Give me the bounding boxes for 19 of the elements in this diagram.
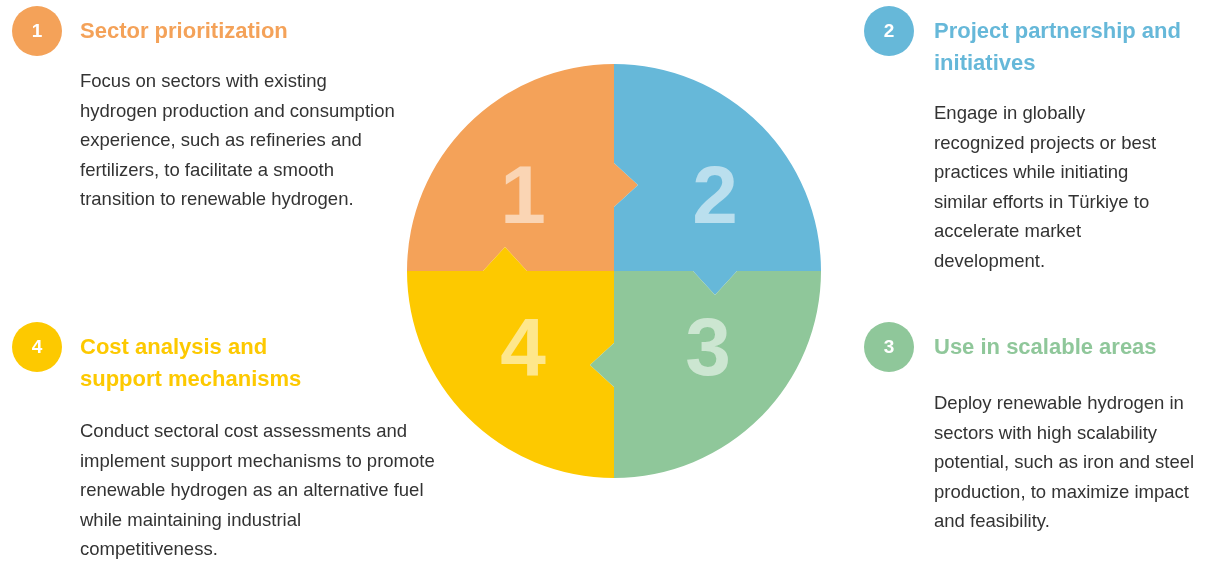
section-description: Engage in globally recognized projects or best practices while initiating similar efforts in Türkiye to accelerate market development. [934,101,1158,273]
number-circle: 2 [864,6,914,56]
number-circle: 1 [12,6,62,56]
number-circle: 3 [864,322,914,372]
number-circle: 4 [12,322,62,372]
section-description: Focus on sectors with existing hydrogen production and consumption experience, such as refineries and fertilizers, to facilitate a smooth transition to renewable hydrogen. [80,69,396,211]
piece-number: 1 [500,154,546,236]
section-heading: Project partnership and initiatives [934,17,1182,77]
puzzle-piece [614,64,821,293]
piece-number: 3 [685,306,731,388]
piece-number: 2 [692,154,738,236]
section-heading: Cost analysis and support mechanisms [80,333,303,393]
section-description: Conduct sectoral cost assessments and implement support mechanisms to promote renewable hydrogen as an alternative fuel while maintaining industrial competitiveness. [80,419,436,561]
section-description: Deploy renewable hydrogen in sectors with high scalability potential, such as iron and steel production, to maximize impact and feasibility. [934,391,1196,533]
puzzle-piece [407,64,638,271]
section-heading: Use in scalable areas [934,333,1158,361]
puzzle-piece [590,271,821,478]
section-heading: Sector prioritization [80,17,289,45]
piece-number: 4 [500,306,546,388]
